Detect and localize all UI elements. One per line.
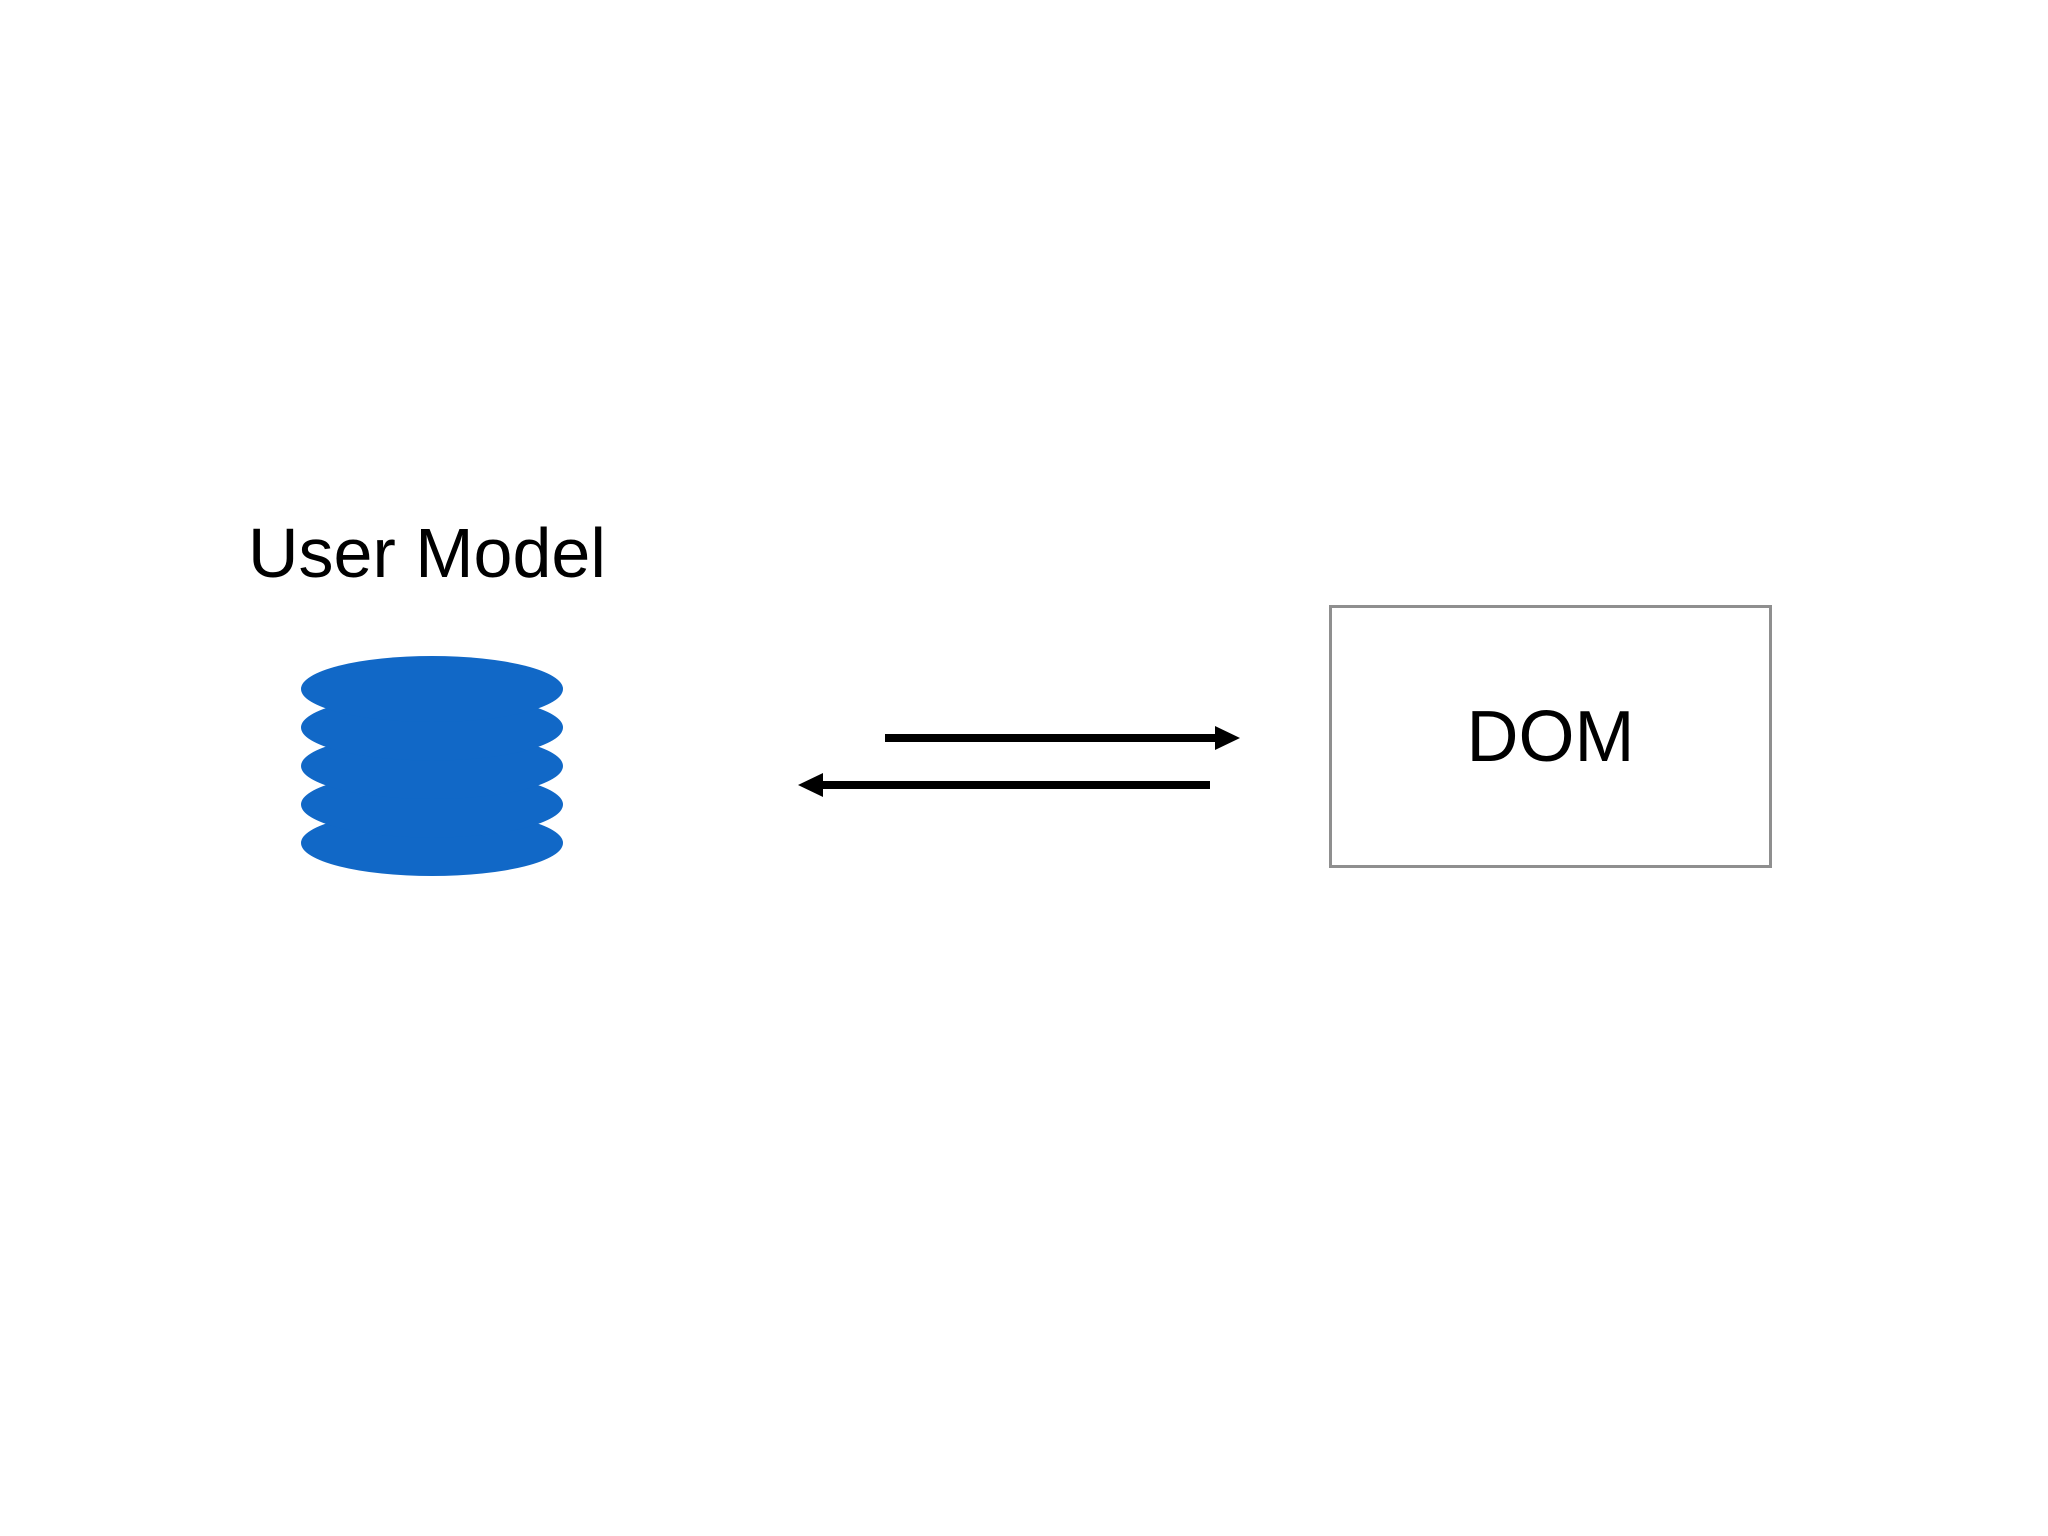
left-arrow-icon xyxy=(798,773,1210,797)
dom-box: DOM xyxy=(1329,605,1772,868)
user-model-label: User Model xyxy=(248,514,606,592)
right-arrow-icon xyxy=(885,726,1240,750)
bidirectional-arrows xyxy=(798,726,1240,797)
database-icon xyxy=(301,656,563,876)
dom-box-label: DOM xyxy=(1466,696,1635,777)
